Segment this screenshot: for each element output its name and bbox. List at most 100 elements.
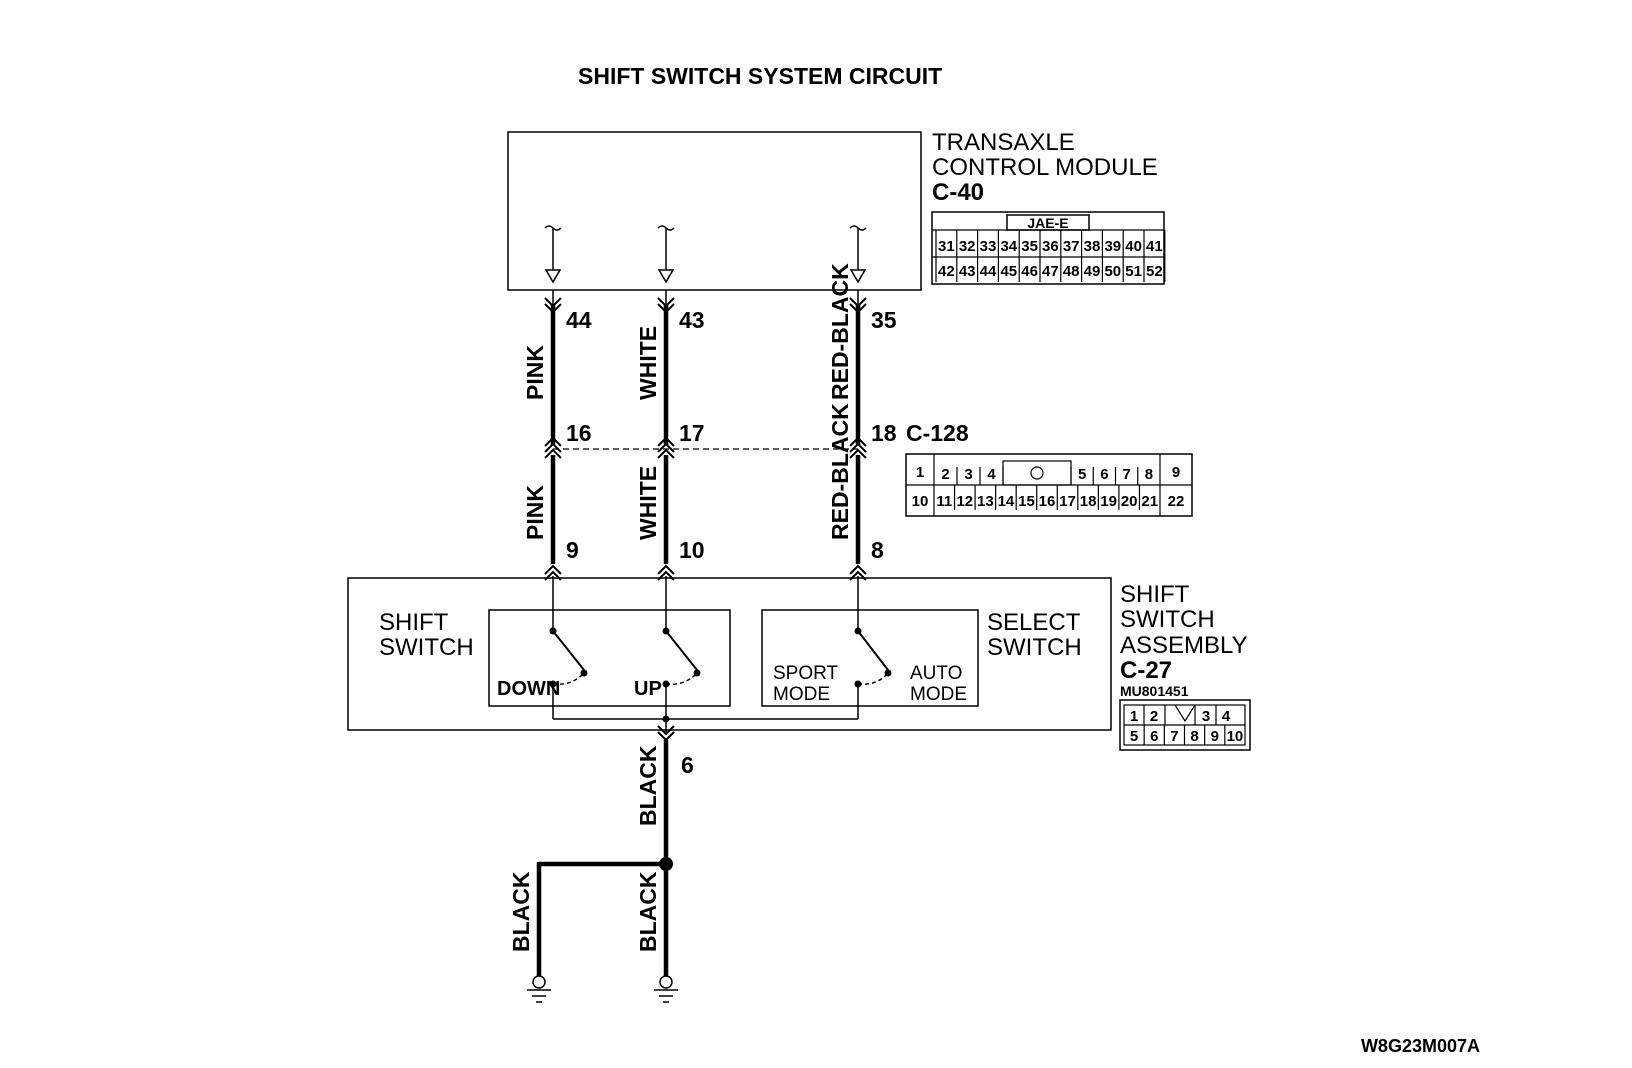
auto-mode-label-line2: MODE bbox=[910, 684, 967, 705]
c128-pin-8: 8 bbox=[1145, 466, 1153, 483]
pin-tcm-43: 43 bbox=[679, 307, 705, 333]
wire-label-redblack-lower: RED-BLACK bbox=[827, 403, 853, 540]
sport-mode-label-line1: SPORT bbox=[773, 663, 839, 684]
c128-pin-3: 3 bbox=[964, 466, 972, 483]
c27-pin-6: 6 bbox=[1150, 728, 1158, 745]
c40-pin-35: 35 bbox=[1021, 238, 1038, 255]
ground-wiring bbox=[536, 740, 673, 976]
c128-cell-1: 1 bbox=[916, 464, 924, 481]
c128-pin-20: 20 bbox=[1121, 493, 1138, 510]
c40-pin-48: 48 bbox=[1063, 263, 1080, 280]
pin-tcm-44: 44 bbox=[566, 307, 592, 333]
wire-harness bbox=[550, 290, 861, 630]
c27-pin-8: 8 bbox=[1190, 728, 1198, 745]
c128-pin-2: 2 bbox=[941, 466, 949, 483]
wire-label-pink-upper: PINK bbox=[522, 345, 548, 400]
c40-pin-49: 49 bbox=[1084, 263, 1101, 280]
c27-pin-3: 3 bbox=[1202, 708, 1210, 725]
c27-pin-9: 9 bbox=[1211, 728, 1219, 745]
c128-pin-16: 16 bbox=[1039, 493, 1056, 510]
select-switch-box bbox=[761, 609, 979, 707]
c128-pin-14: 14 bbox=[998, 493, 1015, 510]
ground-branch-left-label: BLACK bbox=[508, 871, 534, 952]
figure-code: W8G23M007A bbox=[1361, 1036, 1480, 1056]
c128-pin-6: 6 bbox=[1100, 466, 1108, 483]
c40-pin-42: 42 bbox=[938, 263, 955, 280]
sport-mode-label-line2: MODE bbox=[773, 684, 830, 705]
c40-pin-33: 33 bbox=[980, 238, 997, 255]
tcm-box bbox=[507, 131, 922, 291]
wire-label-pink-lower: PINK bbox=[522, 485, 548, 540]
c128-connector-id: C-128 bbox=[906, 420, 969, 446]
select-switch-contacts bbox=[854, 627, 892, 719]
shift-switch-up-label: UP bbox=[634, 678, 662, 700]
c128-cell-10: 10 bbox=[912, 493, 929, 510]
c40-type-label: JAE-E bbox=[1027, 215, 1068, 231]
c128-pin-19: 19 bbox=[1100, 493, 1117, 510]
assembly-box bbox=[347, 577, 1112, 731]
assembly-ground-bus bbox=[553, 715, 858, 732]
c128-pin-5: 5 bbox=[1078, 466, 1086, 483]
ground-wire-label: BLACK bbox=[635, 745, 661, 826]
select-switch-label-line1: SELECT bbox=[987, 609, 1081, 636]
assembly-name-line2: SWITCH bbox=[1120, 606, 1215, 633]
assembly-name-line3: ASSEMBLY bbox=[1120, 632, 1248, 659]
c40-pin-34: 34 bbox=[1000, 238, 1017, 255]
c40-pin-52: 52 bbox=[1146, 263, 1163, 280]
c40-pin-31: 31 bbox=[938, 238, 955, 255]
c128-pin-17: 17 bbox=[1059, 493, 1076, 510]
c40-pin-43: 43 bbox=[959, 263, 976, 280]
select-switch-label-line2: SWITCH bbox=[987, 634, 1082, 661]
pin-asm-9: 9 bbox=[566, 537, 579, 563]
tcm-name-line2: CONTROL MODULE bbox=[932, 154, 1158, 181]
shift-switch-contacts bbox=[549, 627, 701, 719]
c40-pin-51: 51 bbox=[1125, 263, 1142, 280]
assembly-connector-id: C-27 bbox=[1120, 657, 1172, 684]
c128-pin-15: 15 bbox=[1018, 493, 1035, 510]
pin-mid-17: 17 bbox=[679, 420, 705, 446]
c40-pin-44: 44 bbox=[980, 263, 997, 280]
c40-pin-50: 50 bbox=[1104, 263, 1121, 280]
shift-switch-label-line2: SWITCH bbox=[379, 634, 474, 661]
c27-pin-7: 7 bbox=[1170, 728, 1178, 745]
diagram-title: SHIFT SWITCH SYSTEM CIRCUIT bbox=[578, 63, 942, 89]
c40-pin-47: 47 bbox=[1042, 263, 1059, 280]
c128-pin-21: 21 bbox=[1141, 493, 1158, 510]
shift-switch-down-label: DOWN bbox=[497, 678, 560, 700]
auto-mode-label-line1: AUTO bbox=[910, 663, 962, 684]
wire-label-white-lower: WHITE bbox=[635, 466, 661, 540]
c40-pin-41: 41 bbox=[1146, 238, 1163, 255]
pin-mid-16: 16 bbox=[566, 420, 592, 446]
c40-pin-45: 45 bbox=[1000, 263, 1017, 280]
c40-pin-38: 38 bbox=[1084, 238, 1101, 255]
tcm-connector-id: C-40 bbox=[932, 179, 984, 206]
c27-pin-1: 1 bbox=[1130, 708, 1138, 725]
assembly-name-line1: SHIFT bbox=[1120, 581, 1190, 608]
ground-symbol-right bbox=[654, 975, 678, 1003]
c128-pin-18: 18 bbox=[1080, 493, 1097, 510]
c128-pin-7: 7 bbox=[1122, 466, 1130, 483]
wire-label-redblack-upper: RED-BLACK bbox=[827, 263, 853, 400]
ground-splice-dot bbox=[659, 857, 673, 871]
c128-pin-11: 11 bbox=[936, 493, 952, 510]
pin-mid-18: 18 bbox=[871, 420, 897, 446]
c128-pin-12: 12 bbox=[956, 493, 973, 510]
c128-pin-13: 13 bbox=[977, 493, 994, 510]
tcm-internal-symbols bbox=[544, 225, 867, 284]
c27-pin-2: 2 bbox=[1150, 708, 1158, 725]
ground-pin-6: 6 bbox=[681, 752, 694, 778]
c40-pin-36: 36 bbox=[1042, 238, 1059, 255]
c128-pin-4: 4 bbox=[987, 466, 996, 483]
ground-branch-right-label: BLACK bbox=[635, 871, 661, 952]
c40-pin-32: 32 bbox=[959, 238, 976, 255]
c40-pin-40: 40 bbox=[1125, 238, 1142, 255]
wire-label-white-upper: WHITE bbox=[635, 326, 661, 400]
tcm-name-line1: TRANSAXLE bbox=[932, 129, 1075, 156]
c128-cell-9: 9 bbox=[1172, 464, 1180, 481]
assembly-part-number: MU801451 bbox=[1120, 683, 1189, 699]
shift-switch-label-line1: SHIFT bbox=[379, 609, 449, 636]
